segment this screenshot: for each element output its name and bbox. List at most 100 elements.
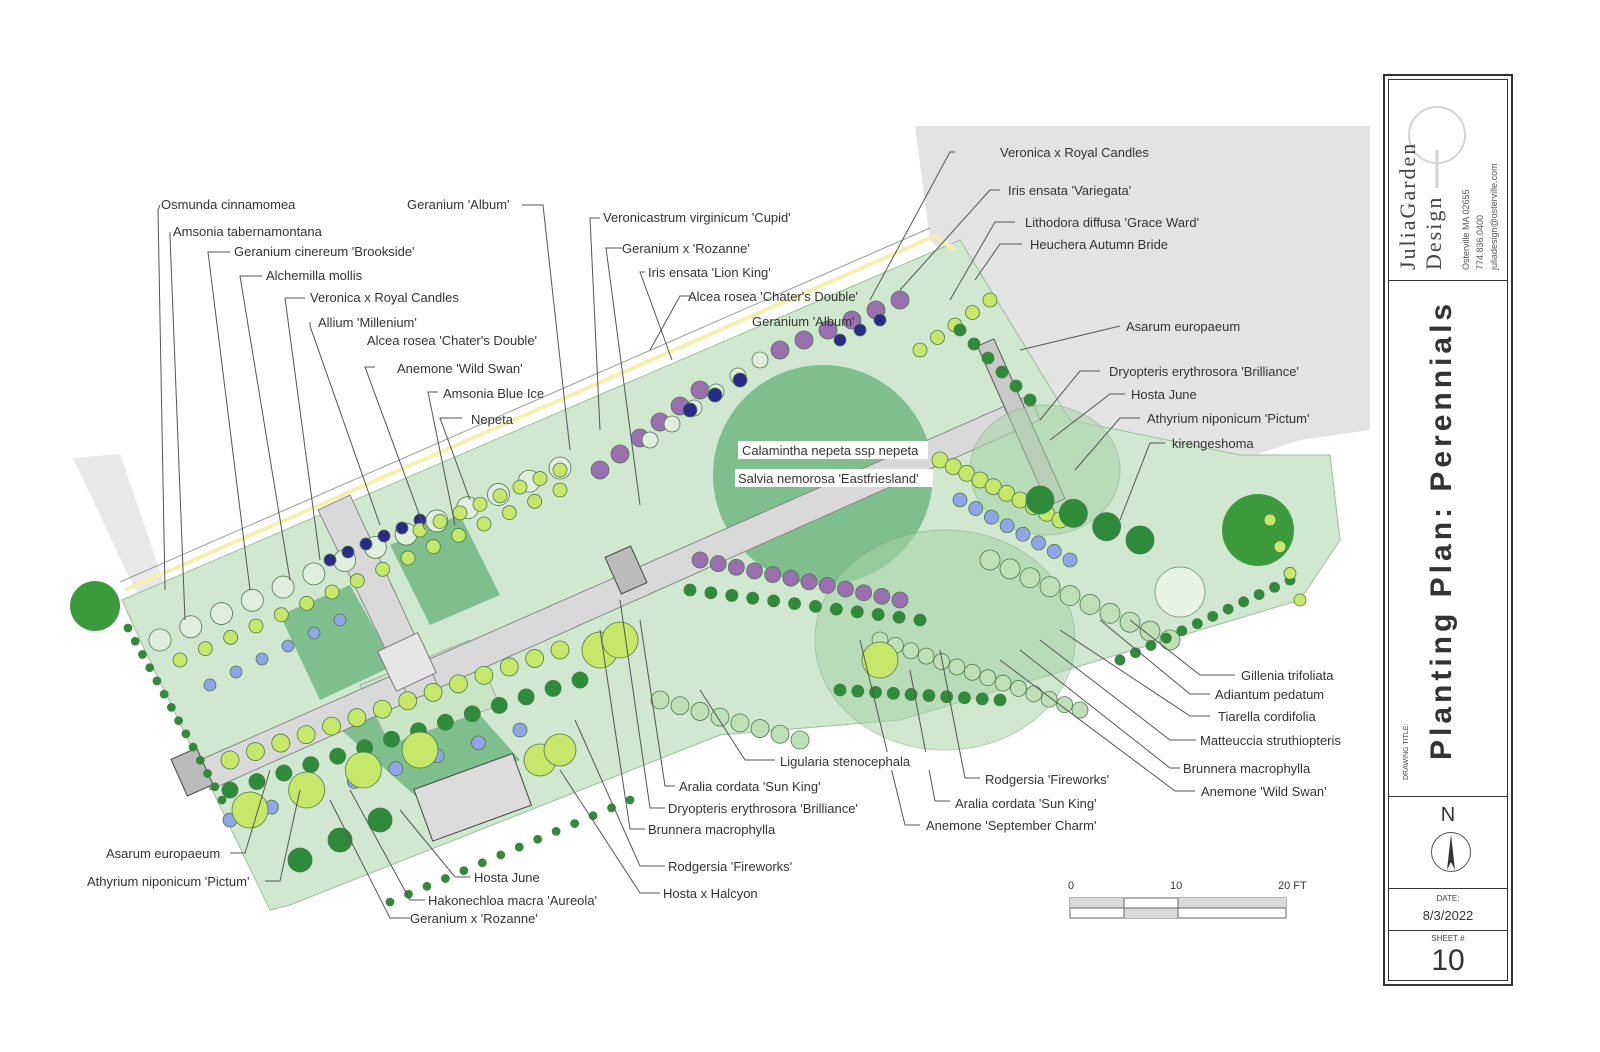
plant-symbol <box>958 464 976 482</box>
plant-symbol <box>725 589 739 602</box>
label-geranium-album-left: Geranium 'Album' <box>407 197 510 212</box>
plant-symbol <box>571 671 589 689</box>
plant-symbol <box>172 652 188 668</box>
plant-symbol <box>197 641 213 657</box>
plant-symbol <box>349 573 365 589</box>
plant-symbol <box>1019 567 1041 589</box>
plant-symbol <box>690 702 710 721</box>
plant-symbol <box>788 597 801 611</box>
gate-mid <box>604 545 648 595</box>
plant-symbol <box>770 340 790 360</box>
plant-symbol <box>818 320 838 340</box>
plant-symbol <box>746 591 760 605</box>
plant-symbol <box>499 657 519 677</box>
plant-symbol <box>148 628 172 652</box>
plant-symbol <box>979 549 1001 571</box>
plant-symbol <box>255 652 269 666</box>
plant-symbol <box>709 555 727 573</box>
plant-symbol <box>707 387 723 403</box>
label-ligularia: Ligularia stenocephala <box>780 754 911 769</box>
scale-bar: 0 10 20 FT <box>1068 880 1307 919</box>
plant-symbol <box>1079 594 1101 615</box>
plant-symbol <box>833 333 847 347</box>
plant-symbol <box>449 674 468 694</box>
plant-symbol <box>984 478 1002 496</box>
plant-symbol <box>994 674 1012 692</box>
plant-symbol <box>436 713 454 731</box>
compass-circle <box>1431 832 1471 872</box>
plant-symbol <box>329 747 347 765</box>
plant-symbol <box>248 773 266 790</box>
plant-symbol <box>952 492 968 508</box>
plant-symbol <box>750 719 770 738</box>
plant-symbol <box>181 729 191 739</box>
label-heuchera: Heuchera Autumn Bride <box>1030 237 1168 252</box>
label-veronica-right: Veronica x Royal Candles <box>1000 145 1149 160</box>
plant-symbol <box>650 690 670 710</box>
label-brunnera-right: Brunnera macrophylla <box>1183 761 1311 776</box>
plant-symbol <box>322 716 341 736</box>
plant-symbol <box>641 431 659 449</box>
plant-symbol <box>271 733 291 753</box>
plant-symbol <box>372 699 392 719</box>
drawing-title: Planting Plan: Perennials <box>1425 299 1458 760</box>
plant-symbol <box>770 724 790 744</box>
plant-symbol <box>1071 701 1089 719</box>
plant-symbol <box>1176 625 1188 637</box>
plant-symbol <box>512 722 528 738</box>
firm-phone: 774.836.0400 <box>1475 214 1485 270</box>
plant-symbol <box>210 602 233 625</box>
plant-symbol <box>861 641 899 679</box>
north-arrow-icon <box>1447 834 1455 870</box>
label-amsonia-blue: Amsonia Blue Ice <box>443 386 544 401</box>
plant-symbol <box>782 569 800 587</box>
plant-labels: Osmunda cinnamomea Amsonia tabernamontan… <box>87 145 1341 926</box>
plant-symbol <box>452 505 468 521</box>
label-hakonechloa: Hakonechloa macra 'Aureola' <box>428 893 597 908</box>
label-nepeta: Nepeta <box>471 412 514 427</box>
plant-symbol <box>231 791 269 829</box>
plant-symbol <box>471 735 486 751</box>
plant-symbol <box>221 781 239 799</box>
label-veronica-left: Veronica x Royal Candles <box>310 290 459 305</box>
plant-symbol <box>1025 485 1055 515</box>
plant-symbols <box>123 290 1307 907</box>
plant-symbol <box>1046 544 1062 559</box>
plant-symbol <box>1062 552 1078 568</box>
title-block: JuliaGarden Design Osterville MA 02655 7… <box>1383 74 1513 986</box>
label-calamintha: Calamintha nepeta ssp nepeta <box>742 443 919 458</box>
label-geranium-rozanne-top: Geranium x 'Rozanne' <box>622 241 750 256</box>
plant-symbol <box>525 649 545 668</box>
label-salvia: Salvia nemorosa 'Eastfriesland' <box>738 471 919 486</box>
plant-symbol <box>401 731 439 769</box>
label-rodgersia-mid: Rodgersia 'Fireworks' <box>985 772 1109 787</box>
path-node <box>377 632 437 692</box>
plant-symbol <box>853 323 867 337</box>
plant-symbol <box>732 372 748 388</box>
label-geranium-rozanne-bottom: Geranium x 'Rozanne' <box>410 911 538 926</box>
label-aralia-low: Aralia cordata 'Sun King' <box>679 779 821 794</box>
label-dryopteris-right: Dryopteris erythrosora 'Brilliance' <box>1109 364 1299 379</box>
leader-lines <box>157 151 1235 919</box>
label-adiantum: Adiantum pedatum <box>1215 687 1324 702</box>
label-athyrium-right: Athyrium niponicum 'Pictum' <box>1147 411 1309 426</box>
label-hosta-june-right: Hosta June <box>1131 387 1197 402</box>
plant-symbol <box>837 580 854 598</box>
plant-symbol <box>359 537 373 551</box>
plant-symbol <box>501 505 517 521</box>
plant-symbol <box>1191 618 1203 630</box>
label-athyrium-left: Athyrium niponicum 'Pictum' <box>87 874 249 889</box>
plant-symbol <box>601 621 639 659</box>
plant-symbol <box>323 553 337 567</box>
plant-symbol <box>532 471 548 486</box>
turf-panel-2 <box>390 515 500 625</box>
plant-symbol <box>850 605 864 619</box>
plant-symbol <box>610 444 630 464</box>
sheet-section: SHEET # 10 <box>1389 930 1507 984</box>
scale-tick-10: 10 <box>1170 880 1182 892</box>
plant-symbol <box>922 689 936 702</box>
plant-symbol <box>1263 513 1277 527</box>
plant-symbol <box>302 562 326 586</box>
plant-symbol <box>240 588 264 612</box>
